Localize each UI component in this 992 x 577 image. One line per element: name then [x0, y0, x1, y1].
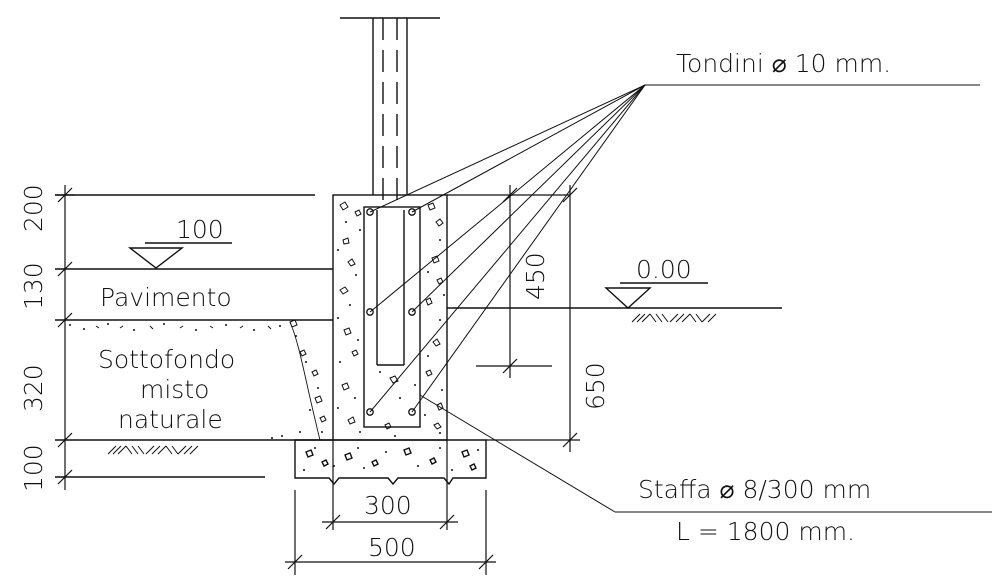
leader-lines	[369, 84, 992, 513]
dim-left-130-a: 130	[19, 262, 48, 310]
label-tondini: Tondini ⌀ 10 mm.	[676, 49, 891, 78]
ground-hatch-right	[631, 313, 717, 323]
level-left-value: 100	[176, 215, 224, 244]
concrete-specks	[337, 221, 445, 437]
dim-300: 300	[364, 491, 412, 520]
footing	[294, 439, 487, 486]
gravel-texture	[95, 319, 327, 423]
label-sottofondo: Sottofondo	[98, 345, 235, 374]
dimension-left	[55, 185, 75, 490]
label-length: L = 1800 mm.	[676, 517, 855, 546]
dimension-450	[447, 185, 570, 378]
dim-650: 650	[581, 362, 610, 410]
level-marker-right	[604, 282, 708, 309]
gravel-specks	[69, 323, 323, 439]
dimension-650	[486, 185, 580, 452]
label-pavimento: Pavimento	[100, 283, 232, 312]
column	[340, 17, 440, 200]
concrete-wall	[332, 194, 448, 441]
dimension-300	[322, 440, 458, 530]
soil-layers	[55, 194, 333, 478]
footing-specks	[303, 447, 479, 471]
label-staffa: Staffa ⌀ 8/300 mm	[638, 475, 871, 504]
dim-450: 450	[521, 252, 550, 300]
dim-left-200: 200	[19, 184, 48, 232]
level-marker-left	[127, 242, 232, 269]
rebar-dots	[366, 208, 416, 416]
ground-hatch-left	[107, 445, 199, 455]
concrete-aggregate-texture	[339, 201, 444, 430]
level-right-value: 0.00	[636, 255, 692, 284]
label-misto: misto	[140, 375, 209, 404]
label-naturale: naturale	[118, 405, 223, 434]
dim-left-320: 320	[19, 364, 48, 412]
dim-500: 500	[368, 533, 416, 562]
dimension-500	[285, 490, 496, 575]
dim-left-100: 100	[19, 444, 48, 492]
